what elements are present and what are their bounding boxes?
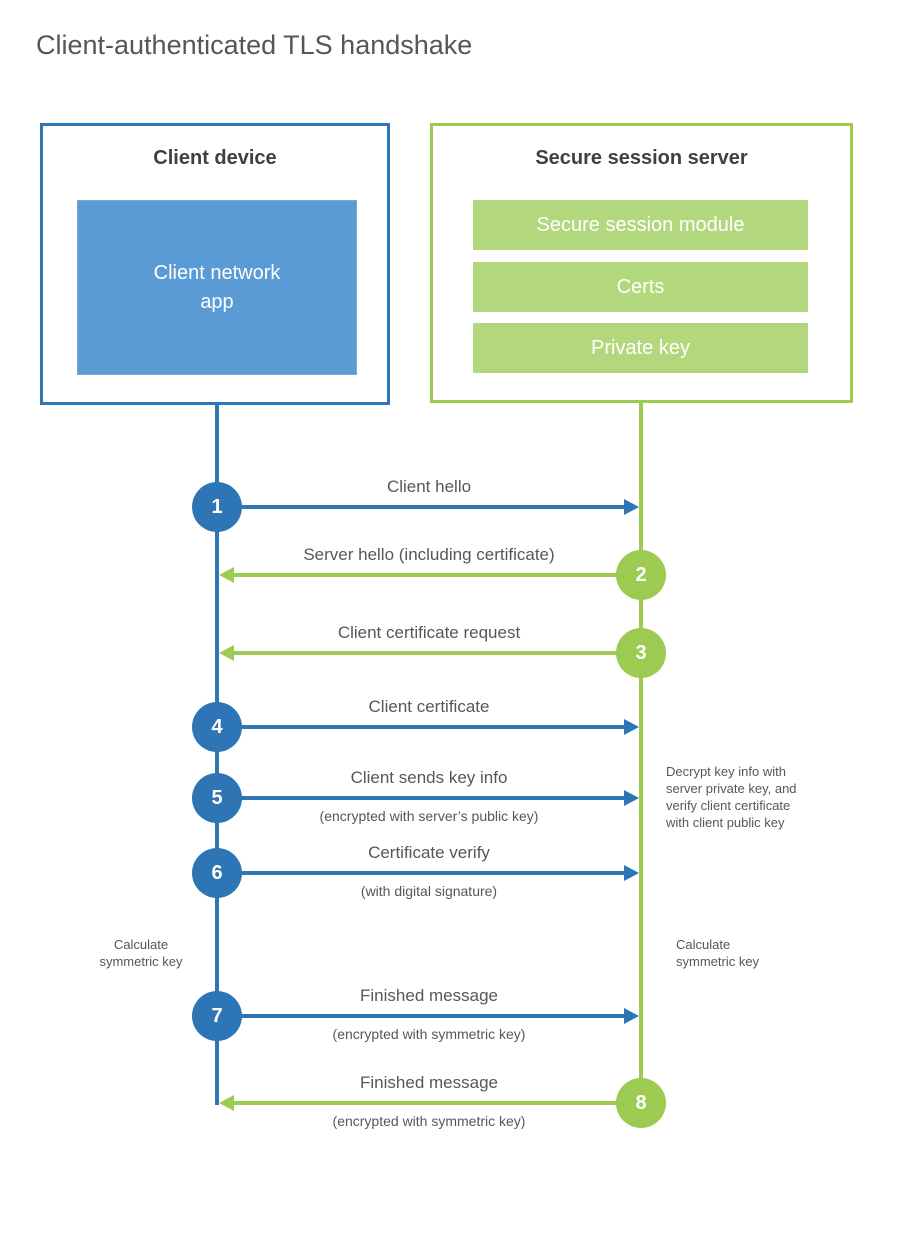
step-8-arrow-line	[234, 1101, 641, 1105]
step-2-arrowhead-icon	[219, 567, 234, 583]
client-network-app-box: Client network app	[77, 200, 357, 375]
server-module-secure-session-module: Secure session module	[473, 200, 808, 250]
step-4-arrowhead-icon	[624, 719, 639, 735]
client-device-title: Client device	[153, 147, 277, 169]
step-1-label: Client hello	[386, 477, 472, 496]
step-7-label: Finished message	[360, 986, 498, 1005]
step-1-arrowhead-icon	[624, 499, 639, 515]
step-5-arrow-line	[217, 796, 624, 800]
step-6-label: Certificate verify	[368, 843, 490, 862]
step-2-number-badge: 2	[616, 550, 666, 600]
step-4-label: Client certificate	[368, 697, 490, 716]
step-8-arrowhead-icon	[219, 1095, 234, 1111]
step-8-label: Finished message	[360, 1073, 498, 1092]
step-3-number-badge: 3	[616, 628, 666, 678]
step-1-arrow-line	[217, 505, 624, 509]
server-lifeline	[639, 401, 643, 1128]
step-1-number-badge: 1	[192, 482, 242, 532]
step-7-arrowhead-icon	[624, 1008, 639, 1024]
step-5-label: Client sends key info	[350, 768, 508, 787]
step-6-sublabel: (with digital signature)	[360, 883, 498, 899]
step-4-arrow-line	[217, 725, 624, 729]
step-7-number-badge: 7	[192, 991, 242, 1041]
step-7-sublabel: (encrypted with symmetric key)	[332, 1026, 526, 1042]
step-3-arrowhead-icon	[219, 645, 234, 661]
step-5-number-badge: 5	[192, 773, 242, 823]
step-6-arrowhead-icon	[624, 865, 639, 881]
step-5-arrowhead-icon	[624, 790, 639, 806]
server-module-private-key: Private key	[473, 323, 808, 373]
page-title: Client-authenticated TLS handshake	[36, 30, 473, 60]
step-3-arrow-line	[234, 651, 641, 655]
decrypt-key-note: Decrypt key info with server private key…	[666, 764, 797, 830]
step-6-number-badge: 6	[192, 848, 242, 898]
step-8-number-badge: 8	[616, 1078, 666, 1128]
step-6-arrow-line	[217, 871, 624, 875]
client-lifeline	[215, 403, 219, 1105]
step-2-label: Server hello (including certificate)	[303, 545, 555, 564]
secure-session-server-title: Secure session server	[535, 147, 748, 169]
calculate-symmetric-key-note-server: Calculate symmetric key	[676, 937, 760, 969]
step-5-sublabel: (encrypted with server’s public key)	[319, 808, 539, 824]
step-3-label: Client certificate request	[337, 623, 521, 642]
step-4-number-badge: 4	[192, 702, 242, 752]
client-device-box: Client device Client network app	[40, 123, 390, 405]
step-7-arrow-line	[217, 1014, 624, 1018]
step-8-sublabel: (encrypted with symmetric key)	[332, 1113, 526, 1129]
calculate-symmetric-key-note-client: Calculate symmetric key	[99, 937, 183, 969]
server-module-certs: Certs	[473, 262, 808, 312]
step-2-arrow-line	[234, 573, 641, 577]
secure-session-server-box: Secure session server Secure session mod…	[430, 123, 853, 403]
